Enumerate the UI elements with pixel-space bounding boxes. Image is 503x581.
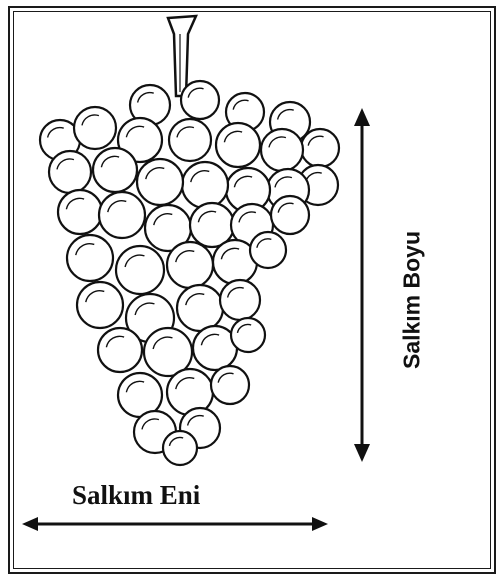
grape-berry [182,162,228,208]
grape-berry [271,196,309,234]
cluster-width-label: Salkım Eni [72,480,200,511]
grape-berry [177,285,223,331]
grape-berry [74,107,116,149]
grape-berry [231,318,265,352]
grape-berry [250,232,286,268]
grape-berry [99,192,145,238]
grape-berry [220,280,260,320]
grape-berries [40,81,339,465]
grape-berry [261,129,303,171]
grape-berry [167,242,213,288]
grape-berry [169,119,211,161]
cluster-width-arrow [22,517,328,531]
grape-berry [58,190,102,234]
grape-berry [93,148,137,192]
grape-berry [211,366,249,404]
grape-berry [181,81,219,119]
grape-berry [301,129,339,167]
grape-berry [163,431,197,465]
grape-berry [98,328,142,372]
grape-berry [77,282,123,328]
grape-berry [216,123,260,167]
grape-berry [49,151,91,193]
grape-berry [67,235,113,281]
grape-berry [137,159,183,205]
cluster-length-label: Salkım Boyu [399,231,426,369]
cluster-length-arrow [354,108,370,462]
grape-berry [116,246,164,294]
